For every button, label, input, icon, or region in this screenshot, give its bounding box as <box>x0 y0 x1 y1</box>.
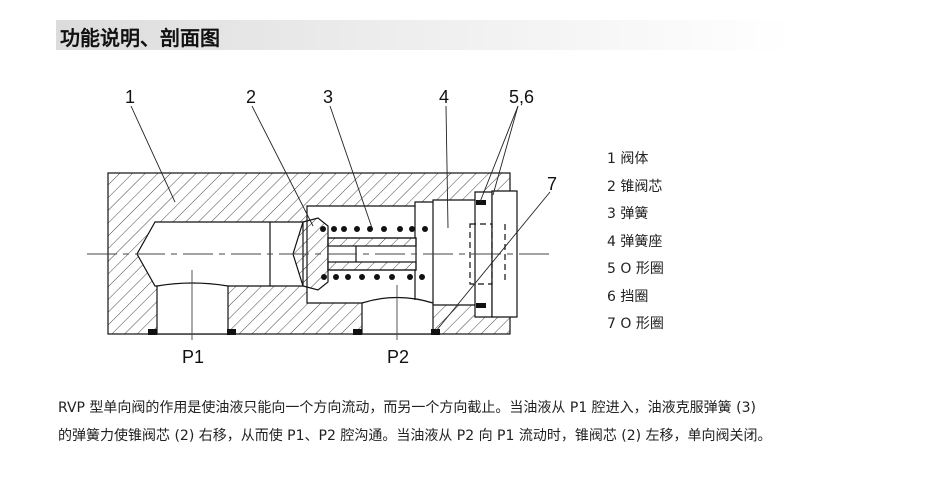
callout-4: 4 <box>439 87 449 107</box>
legend-item: 3 弹簧 <box>607 206 649 222</box>
function-description: RVP 型单向阀的作用是使油液只能向一个方向流动，而另一个方向截止。当油液从 P… <box>58 394 772 450</box>
legend-item: 5 O 形圈 <box>607 261 664 277</box>
port-p1-label: P1 <box>182 347 204 367</box>
parts-legend: 1 阀体 2 锥阀芯 3 弹簧 4 弹簧座 5 O 形圈 6 挡圈 7 O 形圈 <box>607 146 664 339</box>
legend-item: 7 O 形圈 <box>607 316 664 332</box>
o-ring-5 <box>476 200 486 205</box>
callout-7: 7 <box>547 174 557 194</box>
section-title: 功能说明、剖面图 <box>60 26 220 50</box>
callout-2: 2 <box>246 87 256 107</box>
legend-item: 4 弹簧座 <box>607 233 663 250</box>
seal-p2-left <box>353 329 362 335</box>
description-line-1: RVP 型单向阀的作用是使油液只能向一个方向流动，而另一个方向截止。当油液从 P… <box>58 400 756 416</box>
callout-5-6: 5,6 <box>509 87 534 107</box>
description-line-2: 的弹簧力使锥阀芯 (2) 右移，从而使 P1、P2 腔沟通。当油液从 P2 向 … <box>58 428 772 444</box>
legend-item: 6 挡圈 <box>607 288 649 305</box>
legend-item: 2 锥阀芯 <box>607 178 663 195</box>
poppet-cone <box>292 217 329 291</box>
callout-3: 3 <box>323 87 333 107</box>
callout-1: 1 <box>125 87 135 107</box>
spring-coils <box>148 200 486 335</box>
section-header: 功能说明、剖面图 <box>56 20 791 50</box>
o-ring-7 <box>431 329 440 335</box>
leader-lines <box>130 105 551 332</box>
seal-p1-left <box>148 329 157 335</box>
port-p2-label: P2 <box>387 347 409 367</box>
legend-item: 1 阀体 <box>607 151 649 167</box>
